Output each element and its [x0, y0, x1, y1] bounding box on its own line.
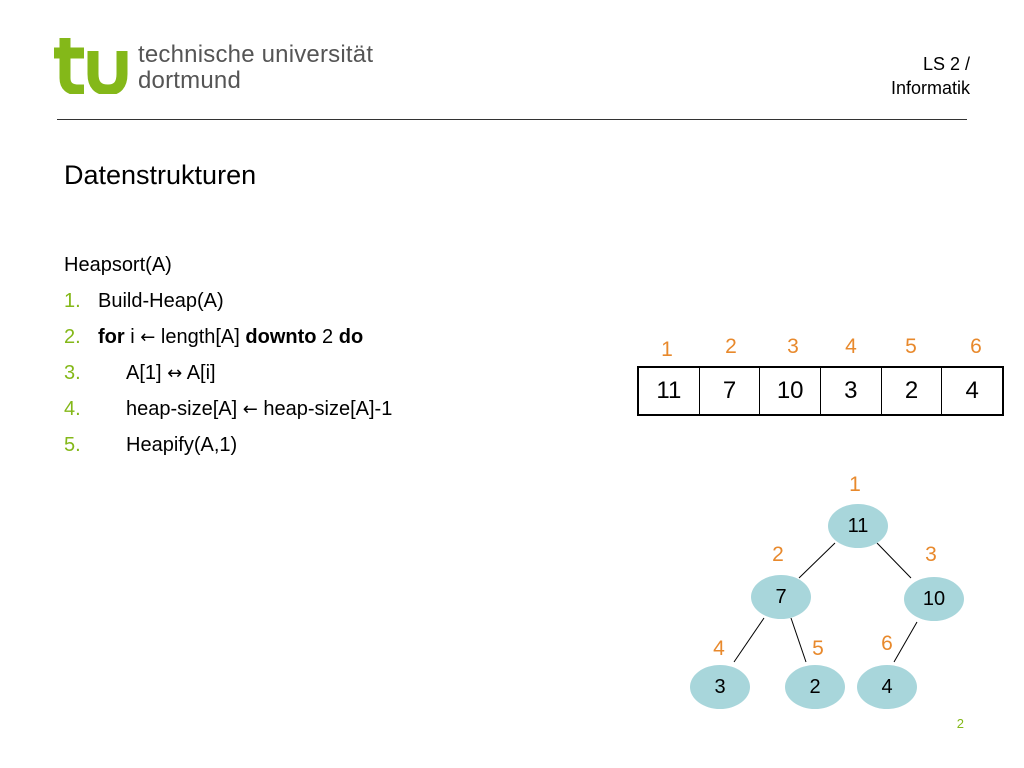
tree-node-index: 6 [881, 632, 893, 655]
heap-array: 11 7 10 3 2 4 [637, 366, 1004, 416]
tree-edge [798, 542, 836, 579]
algorithm-line-2: 2. for i ← length[A] downto 2 do [64, 319, 392, 355]
tree-node: 11 [828, 504, 888, 548]
line-text: Build-Heap(A) [98, 290, 224, 312]
logo-line-2: dortmund [138, 67, 241, 94]
logo-wordmark: technische universität dortmund [138, 42, 373, 94]
array-cell: 2 [882, 368, 943, 414]
tree-node: 4 [857, 665, 917, 709]
tree-node: 10 [904, 577, 964, 621]
tu-logo-mark-icon [54, 38, 128, 94]
array-index: 3 [787, 335, 799, 358]
line-text-c: 2 [316, 326, 339, 348]
slide-title: Datenstrukturen [64, 160, 257, 190]
line-number: 3. [64, 362, 81, 384]
line-text: Heapify(A,1) [126, 434, 238, 456]
array-cell: 7 [700, 368, 761, 414]
algorithm-line-3: 3. A[1] ↔ A[i] [64, 355, 392, 391]
line-text-a: heap-size[A] [126, 398, 243, 420]
algorithm-block: Heapsort(A) 1. Build-Heap(A) 2. for i ← le… [64, 247, 392, 463]
logo-line-1: technische universität [138, 41, 374, 68]
array-index: 6 [970, 335, 982, 358]
array-cell: 11 [639, 368, 700, 414]
line-text-b: length[A] [155, 326, 246, 348]
line-text-b: heap-size[A]-1 [257, 398, 393, 420]
array-index: 2 [725, 335, 737, 358]
tree-node-index: 3 [925, 543, 937, 566]
array-index: 1 [661, 338, 673, 361]
algorithm-name: Heapsort(A) [64, 254, 172, 276]
array-cell: 4 [965, 377, 979, 404]
line-number: 4. [64, 398, 81, 420]
tree-node-index: 5 [812, 637, 824, 660]
page-number: 2 [956, 716, 964, 731]
algorithm-line-1: 1. Build-Heap(A) [64, 283, 392, 319]
array-cell: 10 [760, 368, 822, 414]
tu-dortmund-logo: technische universität dortmund [52, 36, 392, 94]
line-text-a: i [124, 326, 141, 348]
array-index: 4 [845, 335, 857, 358]
header-divider [57, 119, 967, 120]
line-text-a: A[1] [126, 362, 168, 384]
left-arrow-icon: ← [140, 327, 156, 348]
array-index: 5 [905, 335, 917, 358]
tree-edge [790, 617, 807, 663]
line-number: 1. [64, 290, 81, 312]
tree-node: 3 [690, 665, 750, 709]
swap-arrow-icon: ↔ [167, 363, 183, 384]
chair-label: LS 2 / Informatik [891, 52, 970, 100]
algorithm-line-5: 5. Heapify(A,1) [64, 427, 392, 463]
line-text-b: A[i] [182, 362, 216, 384]
tree-node-index: 4 [713, 637, 725, 660]
line-number: 5. [64, 434, 81, 456]
tree-node: 2 [785, 665, 845, 709]
tree-edge [733, 617, 765, 663]
line-number: 2. [64, 326, 81, 348]
left-arrow-icon: ← [242, 399, 258, 420]
keyword-downto: downto [245, 326, 317, 348]
keyword-do: do [338, 326, 364, 348]
tree-node-index: 2 [772, 543, 784, 566]
chair-line-2: Informatik [890, 78, 970, 98]
tree-edge [876, 542, 912, 579]
keyword-for: for [98, 326, 125, 348]
tree-node: 7 [751, 575, 811, 619]
chair-line-1: LS 2 / [922, 54, 970, 74]
array-cell: 3 [821, 368, 882, 414]
tree-node-index: 1 [849, 473, 861, 496]
tree-edge [893, 621, 918, 663]
algorithm-line-4: 4. heap-size[A] ← heap-size[A]-1 [64, 391, 392, 427]
